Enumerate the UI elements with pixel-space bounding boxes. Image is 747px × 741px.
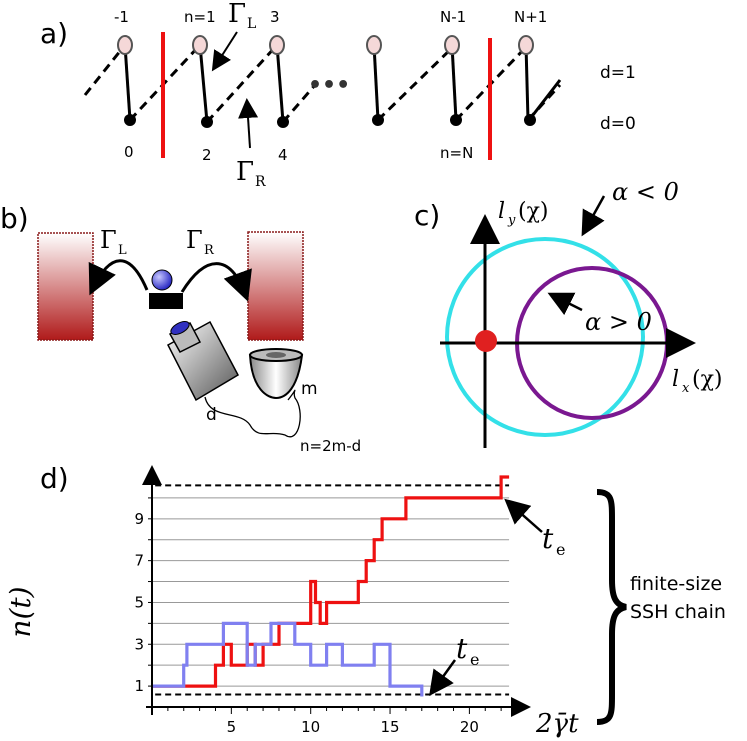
gamma-l-arrow xyxy=(211,31,238,72)
y-tick-label: 9 xyxy=(134,510,144,528)
chart-x-tick-labels: 5 10 15 20 xyxy=(227,718,479,736)
gamma-l-subscript: L xyxy=(247,16,256,32)
x-tick-label: 10 xyxy=(301,718,320,736)
b-gamma-l-subscript: L xyxy=(118,243,127,258)
top-label-3: 3 xyxy=(270,8,280,26)
te-lower-symbol: t xyxy=(456,632,468,665)
panel-a-label: a) xyxy=(40,17,68,50)
gamma-r-subscript: R xyxy=(255,174,266,190)
chart-x-axis-label: 2γ̄t xyxy=(535,709,579,739)
top-sites xyxy=(117,35,534,55)
origin-marker xyxy=(475,330,497,352)
ly-symbol: l xyxy=(498,199,505,224)
top-label-2: n=1 xyxy=(184,8,216,26)
alpha-positive-arrow xyxy=(547,292,583,316)
d0-label: d=0 xyxy=(600,114,636,134)
electron-ball xyxy=(151,269,173,291)
ly-argument: (χ) xyxy=(518,199,549,224)
b-gamma-l-symbol: Γ xyxy=(100,226,117,254)
x-tick-label: 15 xyxy=(380,718,399,736)
panel-d-label: d) xyxy=(40,462,69,495)
lx-symbol: l xyxy=(672,367,679,392)
left-reservoir xyxy=(37,232,94,341)
quantum-dot xyxy=(149,293,183,309)
b-gamma-r-symbol: Γ xyxy=(186,226,203,254)
te-upper-symbol: t xyxy=(542,522,554,555)
panel-b-label: b) xyxy=(0,202,29,235)
alpha-positive-label: α > 0 xyxy=(585,308,652,336)
brace-text-line-2: SSH chain xyxy=(630,601,726,623)
alpha-negative-circle xyxy=(445,237,645,437)
bottom-label-4: n=N xyxy=(440,144,473,162)
te-lower-arrow xyxy=(429,659,457,697)
te-lower-subscript: e xyxy=(470,650,479,669)
panel-a: a) xyxy=(40,0,636,190)
b-gamma-r-subscript: R xyxy=(204,243,215,258)
y-tick-label: 7 xyxy=(134,552,144,570)
te-upper-subscript: e xyxy=(556,540,565,559)
bottom-sites xyxy=(124,114,536,128)
series-line-2 xyxy=(152,621,424,697)
bottom-label-1: 0 xyxy=(124,143,134,161)
bottom-label-3: 4 xyxy=(278,146,288,164)
y-tick-label: 5 xyxy=(134,593,144,611)
chart-series xyxy=(152,475,510,697)
solid-bonds xyxy=(123,44,562,123)
detector-wires xyxy=(204,389,301,438)
cup-detector xyxy=(248,348,304,400)
x-tick-label: 5 xyxy=(227,718,237,736)
gamma-r-arrow xyxy=(238,98,259,149)
panel-c-label: c) xyxy=(414,199,440,232)
right-reservoir xyxy=(247,231,304,341)
b-d-label: d xyxy=(206,405,217,425)
b-m-label: m xyxy=(301,379,318,399)
ly-subscript: y xyxy=(507,213,516,228)
chart-y-tick-labels: 1 3 5 7 9 xyxy=(134,510,144,695)
alpha-negative-label: α < 0 xyxy=(612,178,679,206)
panel-c: c) l y (χ) l x (χ) α < 0 α > 0 xyxy=(414,178,723,448)
charge-detector xyxy=(167,320,239,402)
brace-text-line-1: finite-size xyxy=(630,573,722,595)
top-label-5: N+1 xyxy=(514,8,547,26)
te-upper-arrow xyxy=(504,498,543,533)
tunnel-arrow-right xyxy=(180,262,252,302)
alpha-negative-arrow xyxy=(581,195,606,237)
y-tick-label: 1 xyxy=(134,677,144,695)
top-label-1: -1 xyxy=(114,8,129,26)
lx-argument: (χ) xyxy=(692,367,723,392)
tunnel-arrow-left xyxy=(88,259,149,296)
ellipsis-dots: ••• xyxy=(308,73,350,98)
bottom-label-2: 2 xyxy=(202,146,212,164)
d1-label: d=1 xyxy=(600,63,636,83)
panel-b: b) Γ L Γ R d m n=2m-d xyxy=(0,202,361,455)
y-tick-label: 3 xyxy=(134,635,144,653)
chart-y-axis-label: n(t) xyxy=(4,586,37,637)
lx-subscript: x xyxy=(682,381,690,396)
chart-axes xyxy=(142,465,531,717)
x-tick-label: 20 xyxy=(460,718,479,736)
series-line-1 xyxy=(152,475,510,688)
gamma-l-symbol: Γ xyxy=(228,0,246,29)
top-label-4: N-1 xyxy=(440,8,466,26)
panel-d: d) 5 10 15 20 1 3 5 7 9 n(t) 2γ̄t t e t e finit… xyxy=(4,462,726,739)
gamma-r-symbol: Γ xyxy=(236,157,254,187)
b-n-formula: n=2m-d xyxy=(300,437,361,455)
curly-brace xyxy=(596,489,627,725)
